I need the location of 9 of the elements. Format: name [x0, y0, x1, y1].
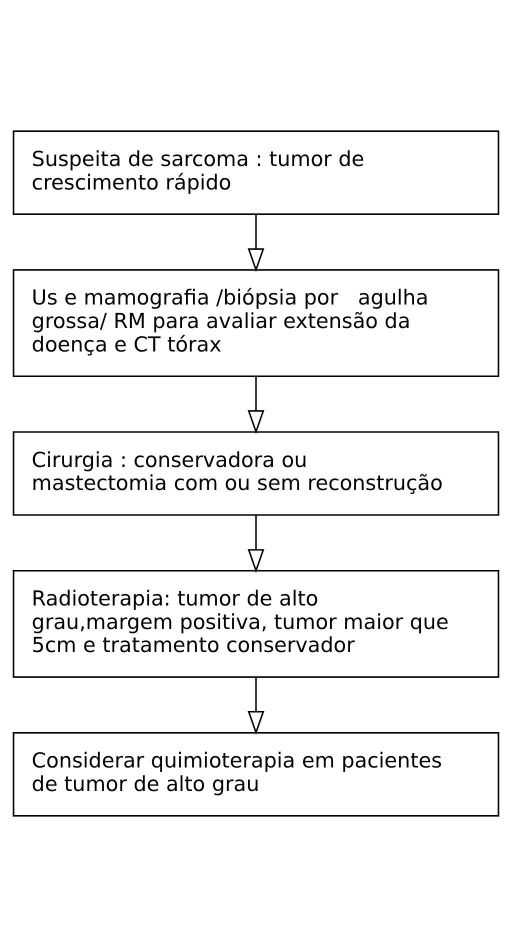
arrow — [248, 376, 264, 434]
node-box: Radioterapia: tumor de alto grau,margem positiva, tumor maior que 5cm e tratamento conservador — [12, 570, 500, 678]
arrow — [248, 515, 264, 573]
node-box: Considerar quimioterapia em pacientes de tumor de alto grau — [12, 732, 500, 817]
node-box: Suspeita de sarcoma : tumor de crescimento rápido — [12, 130, 500, 215]
node-box: Cirurgia : conservadora ou mastectomia com ou sem reconstrução — [12, 431, 500, 516]
node-box: Us e mamografia /biópsia por agulha grossa/ RM para avaliar extensão da doença e CT tórax — [12, 269, 500, 378]
arrow — [248, 677, 264, 735]
arrow — [248, 214, 264, 272]
